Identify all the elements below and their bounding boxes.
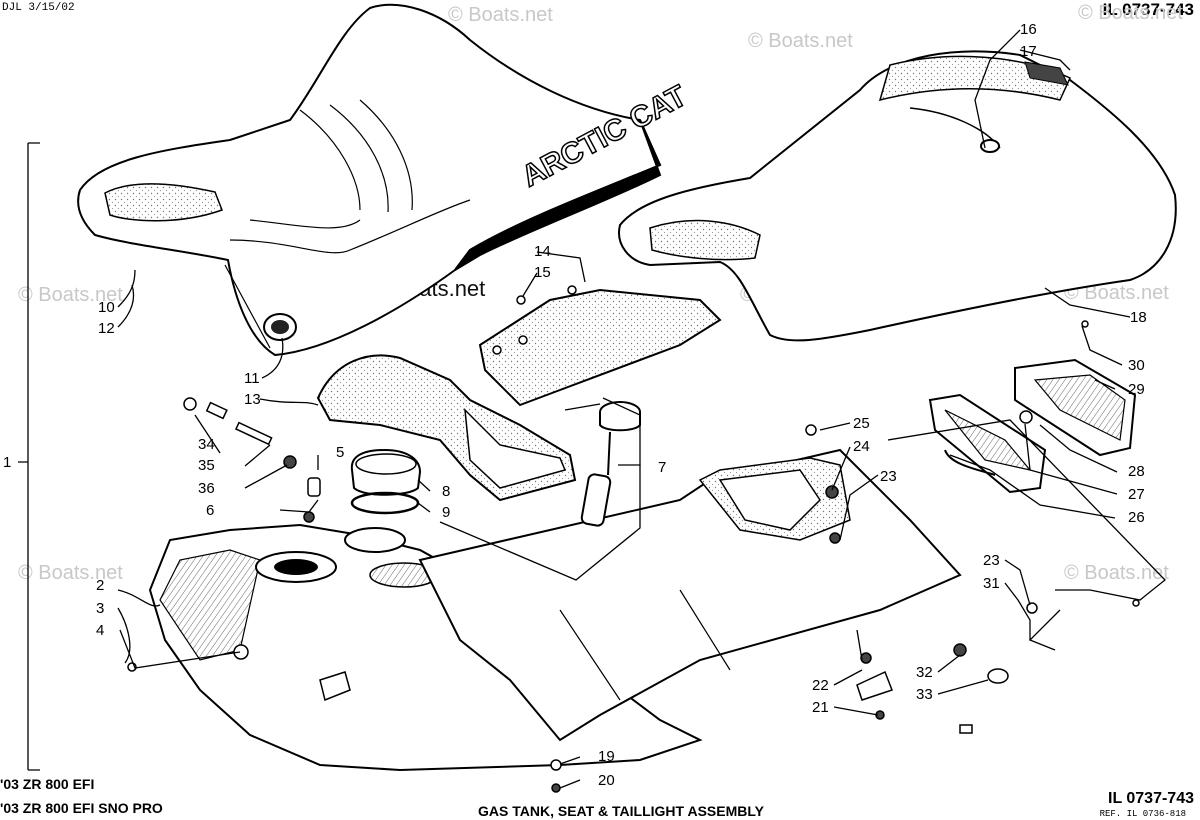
callout-13: 13 [244,391,261,408]
hardware [127,295,1140,793]
seat-pad-13 [316,354,577,502]
callout-16: 16 [1020,21,1037,38]
callout-35: 35 [198,457,215,474]
fuel-cap-11 [263,313,297,341]
front-seat [77,3,662,357]
date-code: DJL 3/15/02 [2,2,75,14]
callout-36: 36 [198,480,215,497]
seat-bracket-14 [478,285,722,407]
callout-5: 5 [336,444,344,461]
callout-34: 34 [198,436,215,453]
callout-11: 11 [244,370,260,387]
leader-lines [18,29,1166,789]
callout-7: 7 [658,459,666,476]
illustration-id-bottom: IL 0737-743 [1108,790,1194,807]
callout-12: 12 [98,320,115,337]
tunnel [418,448,962,742]
callout-3: 3 [96,600,104,617]
callout-28: 28 [1128,463,1145,480]
watermark: © Boats.net [18,562,123,584]
callout-14: 14 [534,243,551,260]
callout-23-bottom: 23 [983,552,1000,569]
callout-30: 30 [1128,357,1145,374]
taillight-assembly [928,358,1137,494]
callout-8: 8 [442,483,450,500]
callout-22: 22 [812,677,829,694]
watermark: © Boats.net [1064,562,1169,584]
callout-1: 1 [3,454,11,471]
gas-cap-8 [350,448,422,496]
model-line-2: '03 ZR 800 EFI SNO PRO [0,800,163,816]
watermark: © Boats.net [748,30,853,52]
fuel-pump-7 [580,401,641,527]
callout-31: 31 [983,575,1000,592]
watermark: © Boats.net [1078,2,1183,24]
watermark: © Boats.net [448,4,553,26]
callout-labels: 1 2 3 4 5 6 7 8 9 10 11 12 13 14 15 16 1… [3,21,1147,789]
callout-2: 2 [96,577,104,594]
callout-33: 33 [916,686,933,703]
model-line-1: '03 ZR 800 EFI [0,776,95,792]
callout-27: 27 [1128,486,1145,503]
callout-29: 29 [1128,381,1145,398]
callout-6: 6 [206,502,214,519]
callout-10: 10 [98,299,115,316]
callout-32: 32 [916,664,933,681]
callout-15: 15 [534,264,551,281]
callout-18: 18 [1130,309,1147,326]
callout-9: 9 [442,504,450,521]
watermark: © Boats.net [1064,282,1169,304]
callout-20: 20 [598,772,615,789]
callout-17: 17 [1020,43,1037,60]
gasket-9 [350,491,420,515]
ref-id: REF. IL 0736-818 [1099,809,1186,819]
callout-24: 24 [853,438,870,455]
callout-26: 26 [1128,509,1145,526]
callout-25: 25 [853,415,870,432]
callout-21: 21 [812,699,829,716]
rear-seat [618,50,1177,342]
illustration-id-top: IL 0737-743 [1102,0,1194,19]
callout-23-top: 23 [880,468,897,485]
diagram-title: GAS TANK, SEAT & TAILLIGHT ASSEMBLY [478,803,764,819]
callout-19: 19 [598,748,615,765]
callout-4: 4 [96,622,104,639]
watermark: © Boats.net [18,284,123,306]
